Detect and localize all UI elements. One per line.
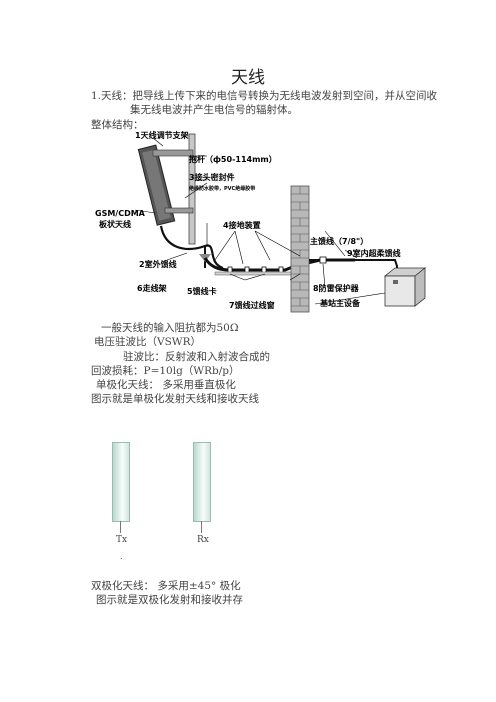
label-connector-seal: 3接头密封件	[189, 173, 235, 182]
label-outdoor-feeder: 2室外馈线	[139, 260, 177, 269]
label-main-feeder: 主馈线（7/8"）	[310, 237, 369, 246]
gsm-panel-antenna	[137, 144, 176, 226]
tx-antenna-panel	[112, 442, 130, 522]
page-title: 天线	[231, 68, 265, 88]
bts-box	[383, 267, 427, 307]
label-cable-tray: 6走线架	[137, 284, 167, 293]
label-indoor-jumper: 9室内超柔馈线	[347, 249, 401, 258]
label-seal-sub: 绝缘防水胶带，PVC绝缘胶带	[189, 186, 256, 192]
intro-line-2: 集无线电波并产生电信号的辐射体。	[130, 104, 298, 116]
intro-line-1: 1.天线：把导线上传下来的电信号转换为无线电波发射到空间，并从空间收	[91, 90, 438, 102]
rx-label: Rx	[197, 535, 209, 545]
lightning-protector	[319, 256, 327, 264]
tx-label: Tx	[116, 535, 128, 545]
tx-antenna-stem	[120, 521, 121, 533]
brick-wall	[290, 185, 310, 313]
feeder-clips	[227, 266, 284, 274]
line-return-loss: 回波损耗：P=10lg（WRb/p）	[91, 365, 240, 377]
bracket-bottom	[164, 207, 194, 214]
label-grounding: 4接地装置	[223, 221, 261, 230]
label-feeder-window: 7馈线过线窗	[229, 301, 275, 310]
antenna-pole	[188, 133, 196, 245]
structure-diagram-svg	[134, 133, 427, 313]
rx-antenna-stem	[201, 521, 202, 533]
line-impedance: 一般天线的输入阻抗都为50Ω	[101, 322, 239, 334]
label-lightning-protector: 8防雷保护器	[313, 284, 359, 293]
structure-diagram: 1天线调节支架 抱杆（ф50-114mm） 3接头密封件 绝缘防水胶带，PVC绝…	[95, 128, 435, 314]
line-dual-pol: 双极化天线： 多采用±45° 极化	[91, 580, 241, 592]
label-antenna-bracket: 1天线调节支架	[135, 131, 189, 140]
bracket-top	[152, 149, 194, 157]
structure-heading: 整体结构：	[91, 119, 144, 131]
rx-antenna-panel	[193, 442, 211, 522]
line-vswr-def: 驻波比：反射波和入射波合成的	[123, 351, 270, 363]
label-gsm-cdma: GSM/CDMA	[95, 209, 145, 218]
label-feeder-clip: 5馈线卡	[187, 287, 217, 296]
figure-dot: .	[120, 552, 123, 561]
line-single-pol: 单极化天线： 多采用垂直极化	[96, 379, 236, 391]
line-vswr: 电压驻波比（VSWR）	[94, 336, 201, 348]
label-pole: 抱杆（ф50-114mm）	[189, 155, 277, 164]
line-dual-fig: 图示就是双极化发射和接收并存	[96, 594, 243, 606]
label-panel-antenna: 板状天线	[99, 220, 131, 229]
leader-lines	[134, 137, 386, 305]
line-single-fig: 图示就是单极化发射天线和接收天线	[91, 393, 259, 405]
label-bts: 基站主设备	[320, 299, 360, 308]
